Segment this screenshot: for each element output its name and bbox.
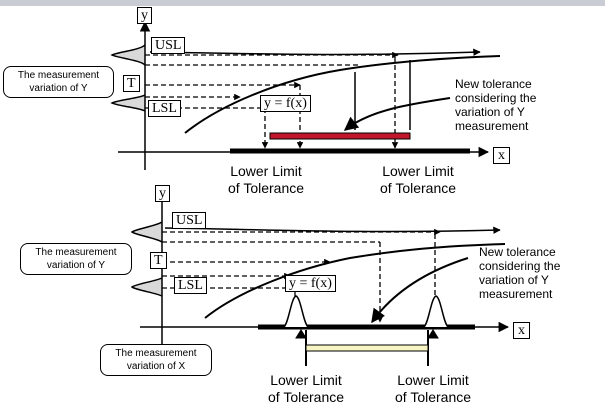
top-new-tolerance-text: New tolerance considering the variation … <box>455 77 537 133</box>
bottom-function-label: y = f(x) <box>285 275 336 292</box>
bottom-new-tolerance-bar <box>305 344 429 352</box>
bottom-lower-limit-right: Lower Limit of Tolerance <box>395 372 472 405</box>
top-new-tolerance-arrow <box>343 97 451 131</box>
bottom-upper-flow-curve <box>164 226 501 234</box>
bottom-usl-label: USL <box>172 212 207 229</box>
bottom-right-limit-marker <box>427 329 439 339</box>
bottom-diagram <box>130 190 510 366</box>
bottom-function-curve <box>204 243 506 319</box>
top-y-axis-label: y <box>137 7 152 24</box>
top-usl-label: USL <box>151 37 186 54</box>
top-diagram <box>110 20 501 170</box>
top-function-curve <box>184 55 501 134</box>
top-y-measurement-bubble: The measurement variation of Y <box>3 66 114 98</box>
bottom-lsl-label: LSL <box>174 277 207 294</box>
bottom-lsl-distribution-shape <box>130 277 163 297</box>
top-lsl-label: LSL <box>148 100 181 117</box>
bottom-new-tolerance-text: New tolerance considering the variation … <box>479 245 561 301</box>
top-x-axis-label: x <box>493 147 510 164</box>
bottom-usl-distribution-shape <box>130 221 163 243</box>
bottom-new-tolerance-arrow <box>371 257 469 324</box>
top-strip <box>0 0 605 6</box>
bottom-x-measurement-bubble: The measurement variation of X <box>100 344 212 376</box>
bottom-lower-limit-left: Lower Limit of Tolerance <box>268 372 345 405</box>
bottom-x-axis-label: x <box>513 322 530 339</box>
top-lower-limit-left: Lower Limit of Tolerance <box>228 163 305 196</box>
bottom-x-dist-right-shape <box>423 295 449 328</box>
top-lower-limit-right: Lower Limit of Tolerance <box>380 163 457 196</box>
top-t-label: T <box>123 75 140 92</box>
top-usl-distribution-shape <box>110 44 146 66</box>
bottom-t-label: T <box>150 252 167 269</box>
top-lsl-distribution-shape <box>110 94 146 112</box>
top-function-label: y = f(x) <box>260 95 311 112</box>
bottom-y-axis-label: y <box>155 185 170 202</box>
bottom-x-dist-left-shape <box>283 295 309 328</box>
bottom-left-limit-marker <box>295 329 307 339</box>
bottom-y-measurement-bubble: The measurement variation of Y <box>20 243 132 275</box>
top-new-tolerance-bar <box>269 132 411 140</box>
top-upper-flow-curve <box>149 48 481 56</box>
